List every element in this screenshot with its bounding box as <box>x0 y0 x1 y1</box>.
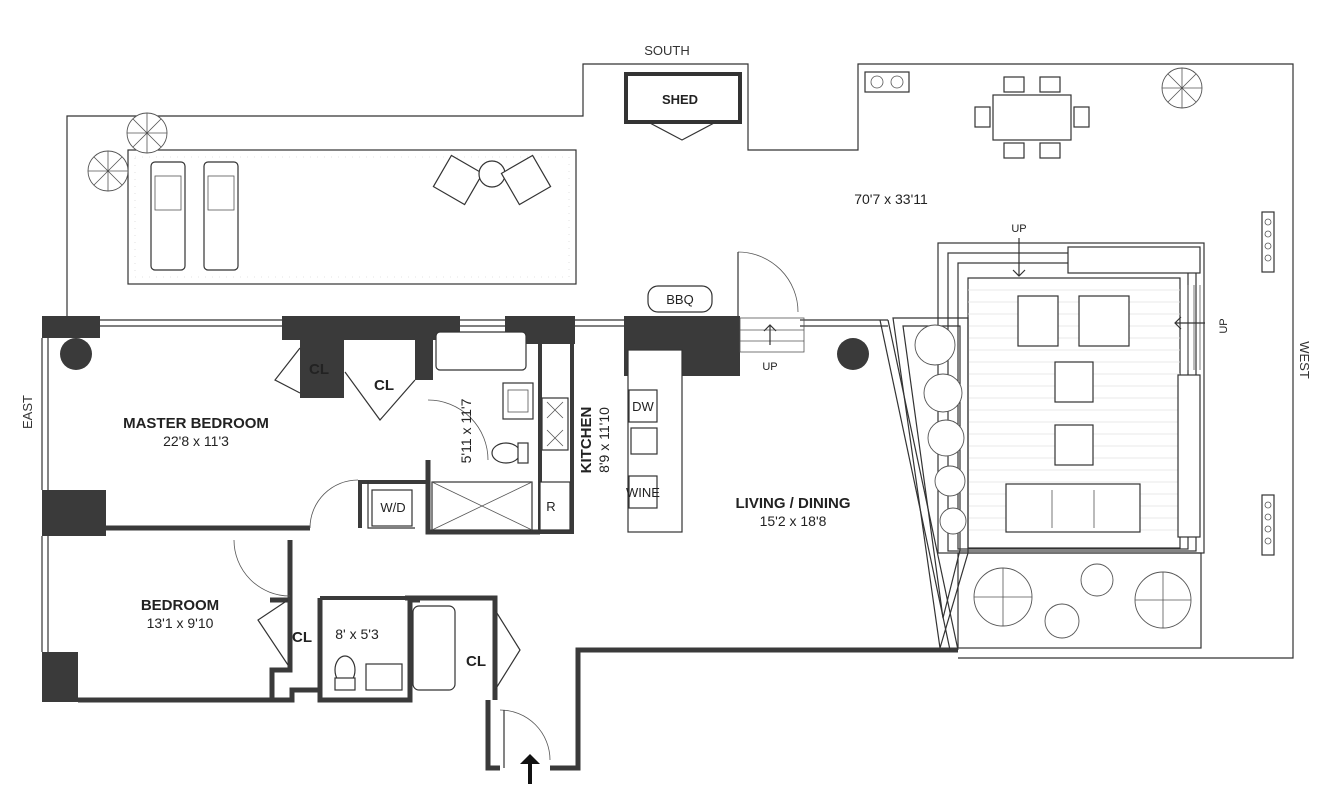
master-bath-dims: 5'11 x 11'7 <box>458 398 474 463</box>
planter-shrubs <box>914 324 967 535</box>
closet-door-1 <box>274 347 301 394</box>
kitchen-fixtures <box>539 349 683 533</box>
bedroom-dims: 13'1 x 9'10 <box>147 615 214 631</box>
compass-west: WEST <box>1297 341 1312 379</box>
dishwasher <box>628 389 658 423</box>
entry-door <box>499 709 551 761</box>
living-dining-name: LIVING / DINING <box>735 495 850 512</box>
master-bath-fixtures <box>431 331 534 531</box>
lounge-chair-1 <box>150 161 186 271</box>
planter-bottom <box>957 552 1202 649</box>
master-bedroom-dims: 22'8 x 11'3 <box>163 433 229 449</box>
master-bedroom-name: MASTER BEDROOM <box>123 415 269 432</box>
burner-unit <box>864 71 910 93</box>
dishwasher-label: DW <box>632 399 654 414</box>
stairs-up-label-right: UP <box>1218 318 1230 333</box>
tree-7 <box>1134 571 1192 629</box>
interior-walls <box>106 344 574 700</box>
kitchen-name: KITCHEN <box>578 407 595 474</box>
refrigerator-label: R <box>546 499 555 514</box>
deck-chair-2 <box>1078 295 1130 347</box>
closet-label-1: CL <box>309 361 329 378</box>
stairs-up-label-entry: UP <box>762 361 777 373</box>
closet-label-4: CL <box>466 653 486 670</box>
wall-light-1 <box>1261 211 1275 273</box>
patio-chair-2 <box>500 154 552 206</box>
tree-5 <box>1080 563 1114 597</box>
wine-fridge <box>628 475 658 509</box>
terrace-door <box>737 251 799 313</box>
tree-2 <box>87 150 129 192</box>
washer-dryer-label: W/D <box>380 500 405 515</box>
master-bath-door <box>427 399 489 461</box>
tree-4 <box>973 567 1033 627</box>
entry-arrow-icon <box>520 754 540 784</box>
second-bath-fixtures <box>334 605 456 691</box>
closet-door-3 <box>257 599 289 666</box>
patio-chair-1 <box>432 154 484 206</box>
bedroom-name: BEDROOM <box>141 597 219 614</box>
terrace-steps: UP <box>739 317 805 373</box>
shed-label: SHED <box>662 92 698 107</box>
lounge-chair-2 <box>203 161 239 271</box>
compass-east: EAST <box>20 395 35 429</box>
wall-light-2 <box>1261 494 1275 556</box>
pool-deck <box>127 149 577 285</box>
raised-deck: UP UP <box>937 223 1230 554</box>
deck-chair-1 <box>1017 295 1059 347</box>
second-bath-dims: 8' x 5'3 <box>335 626 379 642</box>
planter-top <box>1067 246 1201 274</box>
terrace-dimensions: 70'7 x 33'11 <box>854 191 928 207</box>
closet-door-2 <box>344 371 416 421</box>
ottoman-1 <box>1054 361 1094 403</box>
living-dining-dims: 15'2 x 18'8 <box>760 513 827 529</box>
refrigerator <box>539 481 571 531</box>
washer-dryer <box>371 489 413 527</box>
apartment-walls <box>41 316 959 771</box>
closet-label-2: CL <box>374 377 394 394</box>
ottoman-2 <box>1054 424 1094 466</box>
tree-1 <box>126 112 168 154</box>
kitchen-dims: 8'9 x 11'10 <box>596 407 612 473</box>
kitchen-sink <box>630 427 658 455</box>
closet-door-4 <box>494 609 521 691</box>
closet-label-3: CL <box>292 629 312 646</box>
bedroom-door <box>233 539 291 597</box>
tree-3 <box>1161 67 1203 109</box>
bbq-label: BBQ <box>666 292 693 307</box>
dining-set <box>974 76 1090 159</box>
master-bedroom-door <box>309 479 359 529</box>
stairs-up-label-top: UP <box>1011 223 1026 235</box>
laundry-closet <box>367 482 415 529</box>
terrace-outline <box>66 63 1294 659</box>
sofa <box>1005 483 1141 533</box>
shed: SHED <box>624 72 742 141</box>
compass-south: SOUTH <box>644 43 690 58</box>
bbq-grill: BBQ <box>647 285 713 313</box>
tree-6 <box>1044 603 1080 639</box>
wine-label: WINE <box>626 485 660 500</box>
planter-right <box>1177 374 1201 538</box>
